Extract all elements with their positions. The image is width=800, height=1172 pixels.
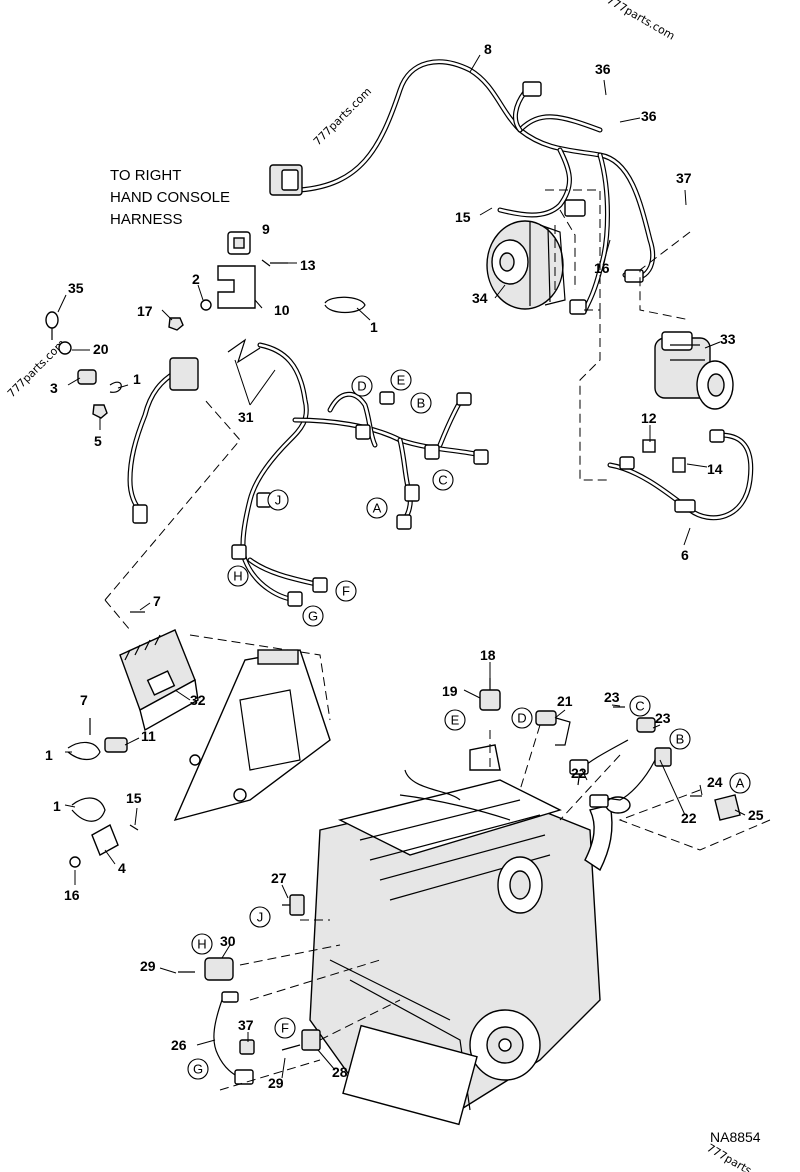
callout-24: 24 <box>707 774 723 790</box>
callout-29: 29 <box>268 1075 284 1091</box>
callout-17: 17 <box>137 303 153 319</box>
callout-26: 26 <box>171 1037 187 1053</box>
watermark: 777parts.com <box>605 0 678 43</box>
connector-letter-c: C <box>438 473 447 488</box>
harness-break-symbol <box>227 338 261 364</box>
connector-letter-e: E <box>451 713 460 728</box>
callout-33: 33 <box>720 331 736 347</box>
sensor-leaders <box>219 724 771 1091</box>
callout-20: 20 <box>93 341 109 357</box>
connector-letter-j: J <box>275 493 282 508</box>
connector-letter-c: C <box>635 699 644 714</box>
harness-note-line-3: HARNESS <box>110 211 183 228</box>
ecu-leader <box>104 399 331 721</box>
harness-note-line-1: TO RIGHT <box>110 167 181 184</box>
callout-7: 7 <box>80 692 88 708</box>
callout-31: 31 <box>238 409 254 425</box>
callout-4: 4 <box>118 860 126 876</box>
callout-15: 15 <box>126 790 142 806</box>
callout-22: 22 <box>571 765 587 781</box>
sensors <box>178 678 741 1085</box>
callout-36: 36 <box>595 61 611 77</box>
callout-14: 14 <box>707 461 723 477</box>
callout-28: 28 <box>332 1064 348 1080</box>
callout-7: 7 <box>153 593 161 609</box>
connector-letter-f: F <box>342 584 350 599</box>
watermark: 777parts.com <box>705 1141 778 1172</box>
leader-lines <box>57 54 746 1079</box>
connector-letter-f: F <box>281 1021 289 1036</box>
callout-30: 30 <box>220 933 236 949</box>
connector-letter-d: D <box>517 711 526 726</box>
ecu-bracket <box>173 649 331 822</box>
alternator-leader <box>545 189 601 311</box>
connector-letter-a: A <box>373 501 382 516</box>
callout-10: 10 <box>274 302 290 318</box>
callout-37: 37 <box>676 170 692 186</box>
connector-letter-b: B <box>676 732 685 747</box>
callout-11: 11 <box>141 728 156 744</box>
callout-18: 18 <box>480 647 496 663</box>
connector-letter-b: B <box>417 396 426 411</box>
connector-letter-d: D <box>357 379 366 394</box>
callout-9: 9 <box>262 221 270 237</box>
engine-block <box>309 744 631 1126</box>
starter-leader <box>579 231 691 481</box>
callout-5: 5 <box>94 433 102 449</box>
engine-harness <box>127 342 489 607</box>
callout-1: 1 <box>45 747 53 763</box>
connector-letter-a: A <box>736 776 745 791</box>
callout-23: 23 <box>604 689 620 705</box>
alternator <box>486 220 566 310</box>
battery-cable <box>607 429 754 521</box>
connector-letter-h: H <box>233 569 242 584</box>
watermark: 777parts.com <box>311 85 374 148</box>
callout-21: 21 <box>557 693 573 709</box>
drawing-code: NA8854 <box>710 1129 761 1145</box>
connector-letter-g: G <box>193 1062 203 1077</box>
callout-19: 19 <box>442 683 458 699</box>
connector-letter-e: E <box>397 373 406 388</box>
callout-15: 15 <box>455 209 471 225</box>
callout-1: 1 <box>370 319 378 335</box>
callout-16: 16 <box>64 887 80 903</box>
callout-1: 1 <box>133 371 141 387</box>
callout-2: 2 <box>192 271 200 287</box>
callout-35: 35 <box>68 280 84 296</box>
callout-6: 6 <box>681 547 689 563</box>
callout-12: 12 <box>641 410 657 426</box>
callout-25: 25 <box>748 807 764 823</box>
callout-32: 32 <box>190 692 206 708</box>
callout-8: 8 <box>484 41 492 57</box>
starter <box>654 331 734 410</box>
callout-37: 37 <box>238 1017 254 1033</box>
connector-letter-j: J <box>257 910 264 925</box>
callout-29: 29 <box>140 958 156 974</box>
connector-letters: A B C D E F G H J A B C D E F G H J <box>187 369 751 1080</box>
callout-34: 34 <box>472 290 488 306</box>
connector-letter-g: G <box>308 609 318 624</box>
hardware-parts-ecu <box>67 611 145 868</box>
callout-1: 1 <box>53 798 61 814</box>
harness-note-line-2: HAND CONSOLE <box>110 189 230 206</box>
callout-23: 23 <box>655 710 671 726</box>
callout-36: 36 <box>641 108 657 124</box>
main-harness <box>269 59 656 315</box>
callout-3: 3 <box>50 380 58 396</box>
callout-22: 22 <box>681 810 697 826</box>
callout-13: 13 <box>300 257 316 273</box>
callout-16: 16 <box>594 260 610 276</box>
callout-27: 27 <box>271 870 287 886</box>
connector-letter-h: H <box>197 937 206 952</box>
ecu-module <box>119 629 199 732</box>
hardware-parts-left <box>45 231 366 419</box>
part-callouts: 1 1 1 1 2 3 4 5 6 7 7 8 9 10 11 12 13 14… <box>45 41 764 1091</box>
